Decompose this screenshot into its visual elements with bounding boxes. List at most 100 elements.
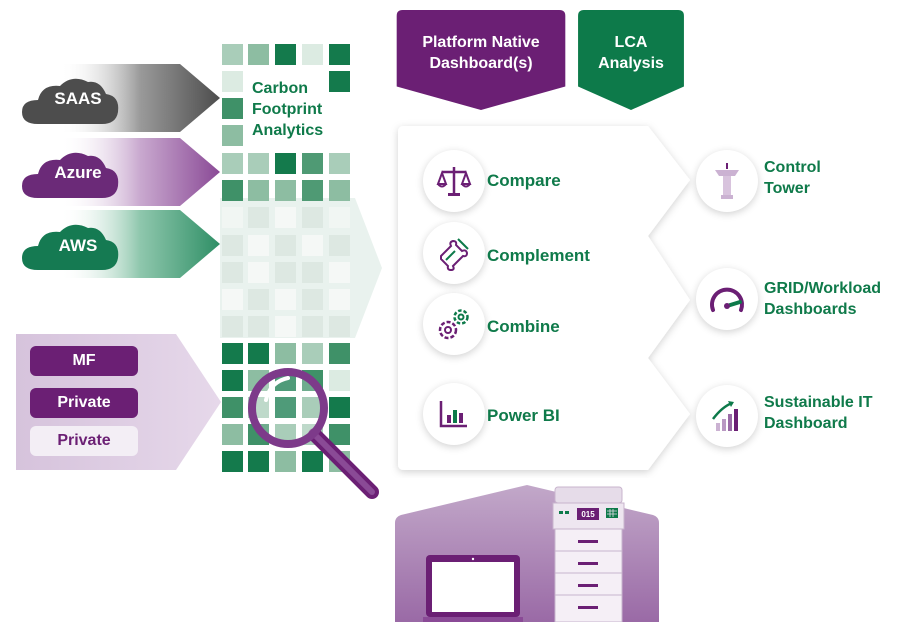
grid-cell xyxy=(248,451,269,472)
aws-label: AWS xyxy=(58,236,98,255)
grid-cell xyxy=(329,316,350,337)
grid-cell xyxy=(275,180,296,201)
lca-analysis-line2: Analysis xyxy=(598,55,664,72)
complement-label: Complement xyxy=(487,246,590,265)
grid-cell xyxy=(329,262,350,283)
control-tower-icon xyxy=(715,163,739,199)
grid-cell xyxy=(248,207,269,228)
compare-label: Compare xyxy=(487,171,561,190)
printer-display: 015 xyxy=(581,510,595,519)
grid-cell xyxy=(222,153,243,174)
grid-cell xyxy=(222,316,243,337)
grid-cell xyxy=(302,180,323,201)
grid-workload-line1: GRID/Workload xyxy=(764,280,882,297)
grid-cell xyxy=(222,44,243,65)
grid-cell xyxy=(329,71,350,92)
grid-cell xyxy=(222,71,243,92)
private-pill-2: Private xyxy=(30,426,138,456)
grid-cell xyxy=(302,397,323,418)
grid-cell xyxy=(302,262,323,283)
printer-icon xyxy=(552,486,625,622)
complement-icon-circle xyxy=(423,222,485,284)
control-tower-line1: Control xyxy=(764,159,821,176)
gauge-icon xyxy=(710,287,744,312)
power-bi-icon-circle xyxy=(423,383,485,445)
grid-cell xyxy=(275,343,296,364)
carbon-footprint-line2: Footprint xyxy=(252,101,323,118)
scales-icon xyxy=(436,167,472,196)
grid-cell xyxy=(222,235,243,256)
compare-icon-circle xyxy=(423,150,485,212)
magnifier-icon xyxy=(248,368,379,499)
azure-arrow xyxy=(22,138,220,206)
grid-cell xyxy=(302,235,323,256)
carbon-footprint-line3: Analytics xyxy=(252,122,324,139)
combine-icon-circle xyxy=(423,293,485,355)
grid-cell xyxy=(222,451,243,472)
grid-cell xyxy=(222,262,243,283)
grid-cell xyxy=(302,207,323,228)
grid-cell xyxy=(248,316,269,337)
grid-cell xyxy=(222,289,243,310)
grid-cell xyxy=(275,397,296,418)
grid-cell xyxy=(248,289,269,310)
grid-cell xyxy=(222,343,243,364)
grid-cell xyxy=(275,44,296,65)
sustainable-it-icon-circle xyxy=(696,385,758,447)
aws-arrow xyxy=(22,210,220,278)
grid-cell xyxy=(275,207,296,228)
grid-cell xyxy=(329,343,350,364)
grid-cell xyxy=(248,180,269,201)
gauge-icon-circle xyxy=(696,268,758,330)
combine-label: Combine xyxy=(487,317,560,336)
gears-icon xyxy=(438,309,469,340)
grid-cell xyxy=(275,262,296,283)
carbon-footprint-line1: Carbon xyxy=(252,80,308,97)
grid-cell xyxy=(329,424,350,445)
grid-cell xyxy=(302,451,323,472)
lca-analysis-line1: LCA xyxy=(614,34,648,51)
grid-cell xyxy=(222,98,243,119)
grid-cell xyxy=(222,397,243,418)
grid-cell xyxy=(248,343,269,364)
laptop-icon xyxy=(423,555,523,622)
private-pill-1: Private xyxy=(30,388,138,418)
grid-cell xyxy=(302,343,323,364)
platform-native-line1: Platform Native xyxy=(422,34,540,51)
grid-cell xyxy=(329,397,350,418)
saas-arrow xyxy=(22,64,220,132)
power-bi-label: Power BI xyxy=(487,406,560,425)
grid-cell xyxy=(222,180,243,201)
growth-chart-icon xyxy=(712,401,738,431)
lca-analysis-label: LCA Analysis xyxy=(577,32,685,74)
grid-cell xyxy=(275,235,296,256)
grid-cell xyxy=(248,153,269,174)
grid-cell xyxy=(302,44,323,65)
control-tower-icon-circle xyxy=(696,150,758,212)
puzzle-icon xyxy=(440,238,469,272)
grid-workload-line2: Dashboards xyxy=(764,301,857,318)
platform-native-line2: Dashboard(s) xyxy=(429,55,533,72)
sustainable-it-label: Sustainable IT Dashboard xyxy=(764,392,872,434)
grid-cell xyxy=(222,424,243,445)
grid-cell xyxy=(222,370,243,391)
grid-cell xyxy=(275,289,296,310)
control-tower-line2: Tower xyxy=(764,180,810,197)
grid-cell xyxy=(329,153,350,174)
sustainable-it-line1: Sustainable IT xyxy=(764,394,873,411)
grid-cell xyxy=(329,235,350,256)
grid-cell xyxy=(302,153,323,174)
analysis-panel xyxy=(398,126,690,470)
grid-cell xyxy=(329,180,350,201)
control-tower-label: Control Tower xyxy=(764,157,821,199)
carbon-footprint-label: Carbon Footprint Analytics xyxy=(252,78,323,141)
bar-chart-icon xyxy=(439,401,467,428)
saas-label: SAAS xyxy=(54,89,102,108)
grid-cell xyxy=(248,262,269,283)
grid-cell xyxy=(302,316,323,337)
mf-pill: MF xyxy=(30,346,138,376)
grid-cell xyxy=(248,235,269,256)
azure-label: Azure xyxy=(54,163,102,182)
grid-cell xyxy=(329,289,350,310)
grid-cell xyxy=(275,153,296,174)
